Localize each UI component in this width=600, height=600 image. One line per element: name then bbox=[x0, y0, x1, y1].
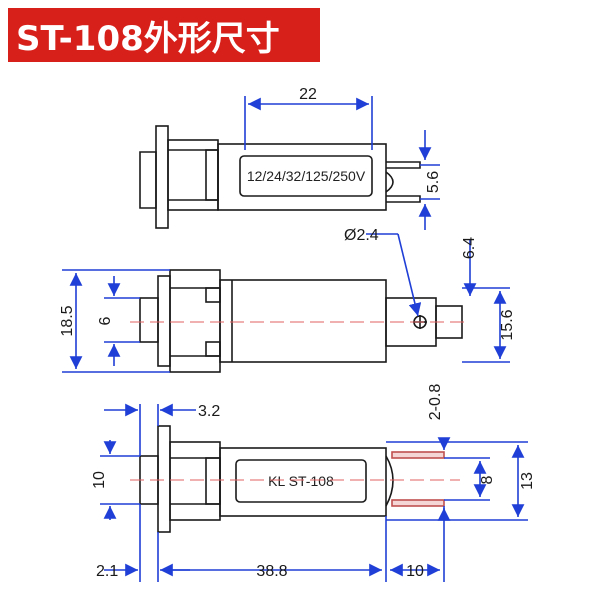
top-view-label-text: 12/24/32/125/250V bbox=[247, 168, 366, 184]
top-view-dimensions bbox=[244, 96, 440, 230]
side-view-dimensions bbox=[62, 233, 510, 373]
side-view-body bbox=[219, 279, 387, 363]
top-view-button bbox=[139, 151, 157, 209]
dim-button-height: 6 bbox=[97, 316, 114, 325]
title-text: ST-108外形尺寸 bbox=[16, 18, 280, 59]
bottom-view-pin-upper bbox=[391, 451, 445, 459]
top-view-flange bbox=[155, 125, 169, 229]
dim-button-width: 10 bbox=[91, 471, 108, 489]
top-view-label-plate bbox=[239, 155, 373, 197]
dim-body-width: 13 bbox=[519, 472, 536, 490]
dim-body-height: 15.6 bbox=[499, 309, 516, 340]
bottom-view-collar bbox=[169, 441, 221, 521]
bottom-view-pins bbox=[391, 451, 445, 507]
title-banner: ST-108外形尺寸 bbox=[8, 8, 320, 62]
bottom-view bbox=[139, 425, 394, 533]
bottom-view-body bbox=[219, 447, 387, 517]
dim-body-length: 38.8 bbox=[256, 563, 287, 580]
bottom-view-label-plate bbox=[235, 459, 367, 503]
bottom-view-dimensions bbox=[100, 403, 528, 582]
top-view-pin-upper bbox=[386, 161, 421, 169]
dim-flange-thickness: 3.2 bbox=[198, 403, 220, 420]
bottom-view-flange bbox=[157, 425, 171, 533]
top-view-pin-lower bbox=[386, 195, 421, 203]
dim-front: 2.1 bbox=[96, 563, 118, 580]
side-view-button bbox=[139, 297, 159, 343]
side-view bbox=[139, 269, 463, 373]
dim-hole-diameter: Ø2.4 bbox=[344, 227, 379, 244]
dim-pin-width: 2-0.8 bbox=[427, 384, 444, 421]
bottom-view-label-text: KL ST-108 bbox=[268, 473, 334, 489]
top-view bbox=[139, 125, 421, 229]
top-view-body bbox=[217, 143, 387, 211]
side-view-flange bbox=[157, 275, 171, 367]
dim-pin-gap: 8 bbox=[479, 475, 496, 484]
bottom-view-pin-lower bbox=[391, 499, 445, 507]
dim-pin-offset: 6.4 bbox=[461, 237, 478, 259]
dim-length-22: 22 bbox=[299, 86, 317, 103]
dim-total-height: 18.5 bbox=[59, 305, 76, 336]
dim-pin-spacing: 5.6 bbox=[425, 171, 442, 193]
dim-pin-length: 10 bbox=[406, 563, 424, 580]
